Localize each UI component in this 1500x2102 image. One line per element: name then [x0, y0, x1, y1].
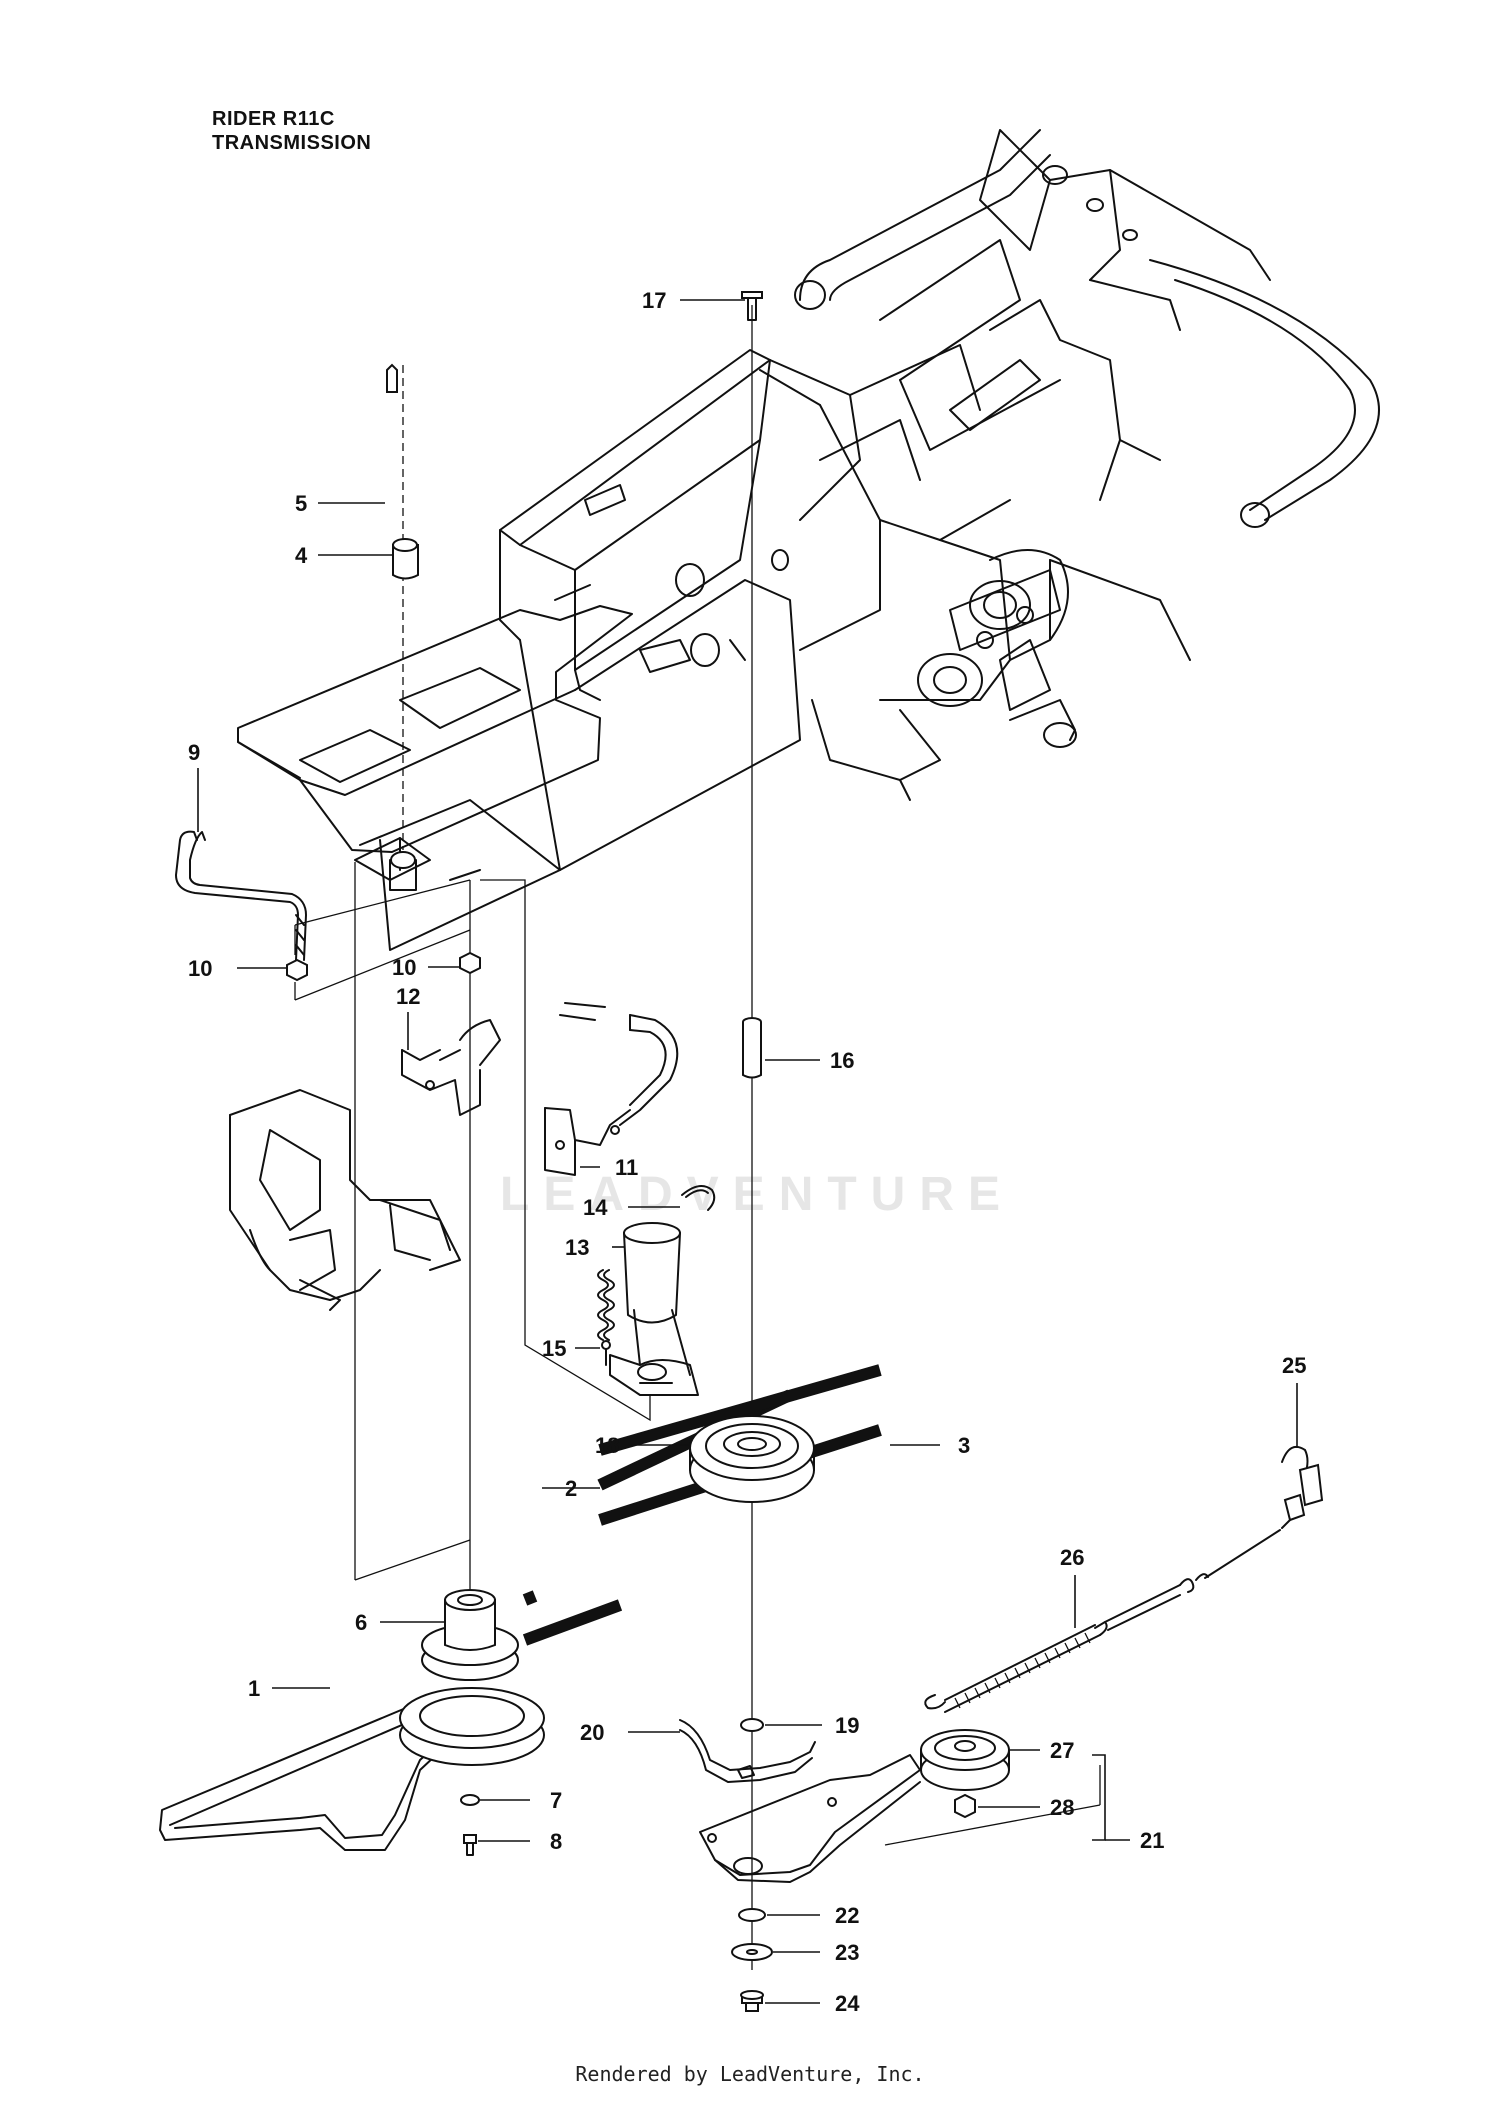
- part-12-bracket: [401, 1019, 501, 1116]
- part-17-bolt: [741, 291, 763, 321]
- frame-chassis: [237, 129, 1380, 951]
- part-22-washer: [738, 1908, 766, 1922]
- alignment-lines: [294, 305, 1101, 1970]
- leader-lines: [197, 299, 1298, 2004]
- callout-23: 23: [835, 1940, 859, 1965]
- part-9-rod: [175, 830, 307, 961]
- part-19-washer: [740, 1718, 764, 1732]
- part-23-washer: [731, 1943, 773, 1961]
- callout-2: 2: [565, 1476, 577, 1501]
- callout-18: 18: [595, 1433, 619, 1458]
- diagram-title-line2: TRANSMISSION: [212, 132, 372, 154]
- callout-17: 17: [642, 288, 666, 313]
- part-20-plate: [679, 1719, 816, 1783]
- callout-27: 27: [1050, 1738, 1074, 1763]
- watermark: LEADVENTURE: [500, 1168, 1014, 1221]
- callout-26: 26: [1060, 1545, 1084, 1570]
- part-26-spring: [924, 1529, 1281, 1713]
- part-15-spring: [597, 1269, 615, 1366]
- callout-5: 5: [295, 491, 307, 516]
- callout-12: 12: [396, 984, 420, 1009]
- diagram-title-line1: RIDER R11C: [212, 108, 335, 130]
- part-11-strap: [544, 1002, 679, 1176]
- part-24-bolt: [740, 1990, 764, 2012]
- callout-16: 16: [830, 1048, 854, 1073]
- callout-24: 24: [835, 1991, 860, 2016]
- callout-22: 22: [835, 1903, 859, 1928]
- callout-8: 8: [550, 1829, 562, 1854]
- part-18-idler-pulley: [597, 1364, 882, 1526]
- callout-25: 25: [1282, 1353, 1306, 1378]
- part-25-cable-end: [1281, 1446, 1324, 1529]
- callout-1: 1: [248, 1676, 260, 1701]
- part-6-engine-pulley: [399, 1589, 623, 1766]
- callout-7: 7: [550, 1788, 562, 1813]
- footer-credit: Rendered by LeadVenture, Inc.: [575, 2062, 925, 2086]
- part-13-idler-arm: [609, 1222, 699, 1396]
- callout-11: 11: [615, 1155, 638, 1180]
- callout-13: 13: [565, 1235, 589, 1260]
- callout-15: 15: [542, 1336, 566, 1361]
- callout-9: 9: [188, 740, 200, 765]
- callout-19: 19: [835, 1713, 859, 1738]
- part-10-nut-right: [459, 951, 481, 975]
- part-10-nut-left: [286, 958, 308, 982]
- callout-4: 4: [295, 543, 308, 568]
- callout-10-left: 10: [188, 956, 212, 981]
- part-4-bushing: [392, 538, 419, 580]
- callout-20: 20: [580, 1720, 604, 1745]
- part-7-washer: [460, 1794, 480, 1806]
- part-21-bracket: [699, 1754, 921, 1883]
- transmission-housing: [229, 1089, 461, 1311]
- part-16-spacer: [742, 1017, 762, 1079]
- callout-14: 14: [583, 1195, 608, 1220]
- callout-3: 3: [958, 1433, 970, 1458]
- callout-28: 28: [1050, 1795, 1074, 1820]
- part-27-flat-idler: [920, 1729, 1010, 1791]
- callout-10-right: 10: [392, 955, 416, 980]
- callout-21: 21: [1140, 1828, 1164, 1853]
- part-14-clip: [681, 1185, 716, 1211]
- callout-6: 6: [355, 1610, 367, 1635]
- part-8-bolt: [463, 1834, 477, 1856]
- part-5-pin: [386, 363, 398, 393]
- callouts: 5 4 9 10 10 12 11 14 13 15 16 17 18 3 2 …: [188, 288, 1306, 2016]
- part-28-nut: [954, 1793, 976, 1819]
